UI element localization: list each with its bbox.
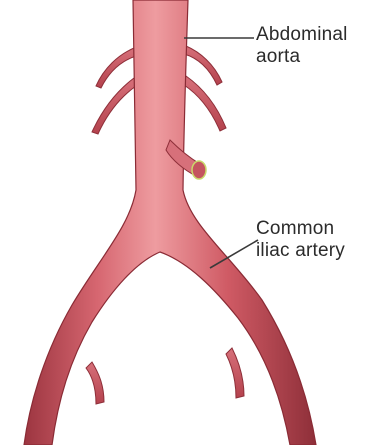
abdominal-aorta-label-line1: Abdominal [256, 24, 348, 46]
left-lumbar-branches [92, 48, 136, 134]
common-iliac-label-line2: iliac artery [256, 240, 345, 262]
right-lumbar-branches [184, 46, 226, 131]
common-iliac-label-line1: Common [256, 218, 345, 240]
abdominal-aorta-label-line2: aorta [256, 46, 348, 68]
abdominal-aorta-label: Abdominal aorta [256, 24, 348, 68]
common-iliac-artery-label: Common iliac artery [256, 218, 345, 262]
right-iliac-branch [226, 348, 244, 398]
left-iliac-branch [86, 362, 104, 404]
